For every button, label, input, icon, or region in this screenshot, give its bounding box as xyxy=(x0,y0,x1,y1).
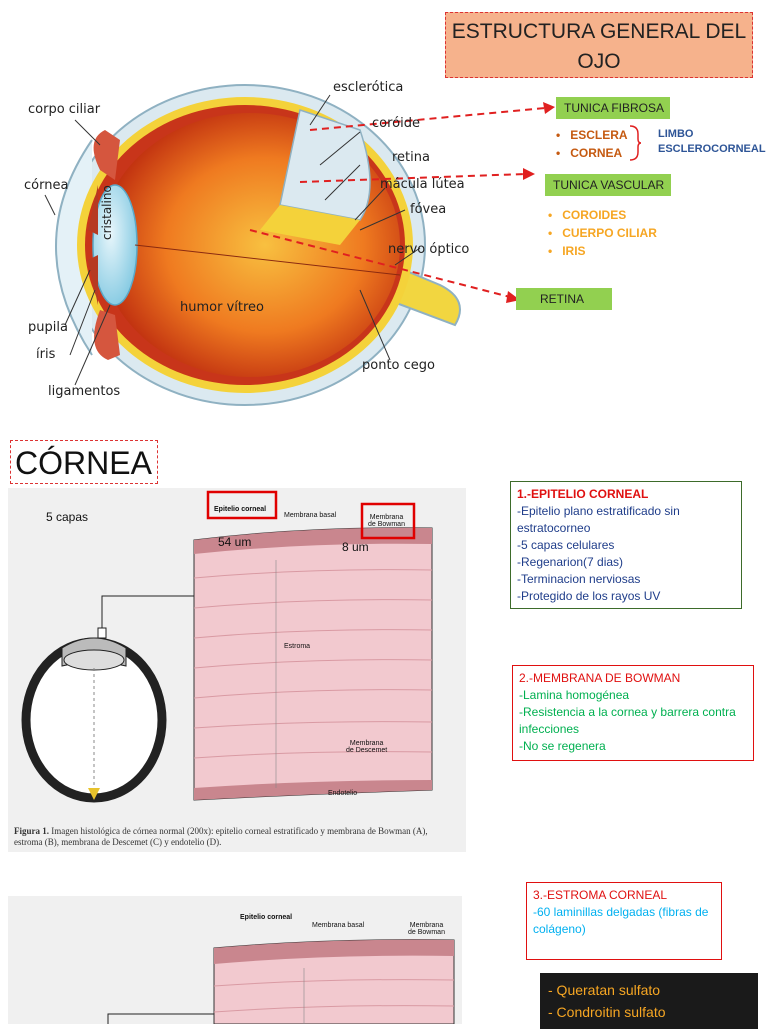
list-item: - Condroitin sulfato xyxy=(548,1004,666,1020)
list-item: -No se regenera xyxy=(519,739,606,753)
label-descemet: Membrana de Descemet xyxy=(346,740,387,754)
box3-title: 3.-ESTROMA CORNEAL xyxy=(533,888,668,902)
histology-figure-2 xyxy=(107,939,455,1024)
label-nervo: nervo óptico xyxy=(388,242,470,257)
box2-title: 2.-MEMBRANA DE BOWMAN xyxy=(519,671,681,685)
tunica-vascular-list: COROIDES CUERPO CILIAR IRIS xyxy=(548,206,657,260)
label-cristalino: cristalino xyxy=(100,185,114,240)
capas-label: 5 capas xyxy=(46,510,89,524)
list-item: -Lamina homogénea xyxy=(519,688,630,702)
label-retina: retina xyxy=(392,150,430,165)
label-bowman-2: Membrana de Bowman xyxy=(408,922,445,936)
descemet-line: Membrana xyxy=(349,740,384,747)
label-epitelio-corneal-2: Epitelio corneal xyxy=(240,914,293,921)
caption-figura: Figura 1. xyxy=(14,826,49,836)
descemet-line: de Descemet xyxy=(346,747,388,754)
label-esclerotica: esclerótica xyxy=(333,80,404,95)
label-8um: 8 um xyxy=(342,540,369,554)
box1-title: 1.-EPITELIO CORNEAL xyxy=(517,487,649,501)
caption-text: Imagen histológica de córnea normal (200… xyxy=(14,826,428,847)
list-item: -Protegido de los rayos UV xyxy=(517,589,661,603)
bracket-icon xyxy=(629,125,642,161)
list-item: -60 laminillas delgadas (fibras de colág… xyxy=(533,905,709,936)
list-item: -Terminacion nerviosas xyxy=(517,572,641,586)
label-macula: mácula lútea xyxy=(380,177,465,192)
bowman-line: de Bowman xyxy=(408,929,445,936)
estroma-info-box: 3.-ESTROMA CORNEAL -60 laminillas delgad… xyxy=(526,882,722,960)
list-item: - Queratan sulfato xyxy=(548,982,661,998)
label-bowman: Membrana de Bowman xyxy=(368,514,405,528)
label-pupila: pupila xyxy=(28,320,68,335)
bowman-line: Membrana xyxy=(369,514,404,521)
histology-figure xyxy=(21,490,433,803)
list-item: -5 capas celulares xyxy=(517,538,615,552)
list-item: IRIS xyxy=(548,242,657,260)
page-title: ESTRUCTURA GENERAL DEL OJO xyxy=(445,12,753,78)
list-item: COROIDES xyxy=(548,206,657,224)
eye-diagram xyxy=(44,84,555,406)
list-item: -Regenarion(7 dias) xyxy=(517,555,624,569)
tunica-fibrosa-list: ESCLERA CORNEA xyxy=(556,126,628,162)
label-corpo-ciliar: corpo ciliar xyxy=(28,102,101,117)
label-54um: 54 um xyxy=(218,535,252,549)
epitelio-info-box: 1.-EPITELIO CORNEAL -Epitelio plano estr… xyxy=(510,481,742,609)
label-estroma: Estroma xyxy=(284,643,311,650)
box3-lines: -60 laminillas delgadas (fibras de colág… xyxy=(533,904,715,938)
label-ligamentos: ligamentos xyxy=(48,384,121,399)
list-item: -Epitelio plano estratificado sin estrat… xyxy=(517,504,680,535)
list-item: CUERPO CILIAR xyxy=(548,224,657,242)
label-cornea: córnea xyxy=(24,178,69,193)
label-iris: íris xyxy=(36,347,56,362)
label-coroide: coróide xyxy=(372,116,420,131)
bowman-line: Membrana xyxy=(409,922,444,929)
label-membrana-basal: Membrana basal xyxy=(284,512,337,519)
bowman-line: de Bowman xyxy=(368,521,405,528)
box1-lines: -Epitelio plano estratificado sin estrat… xyxy=(517,503,735,605)
label-humor: humor vítreo xyxy=(180,300,264,315)
label-epitelio-corneal: Epitelio corneal xyxy=(214,506,267,513)
label-membrana-basal-2: Membrana basal xyxy=(312,922,365,929)
limbo-text: LIMBO xyxy=(658,128,694,140)
tunica-vascular-box: TUNICA VASCULAR xyxy=(545,174,671,196)
glycosaminoglycan-box: - Queratan sulfato - Condroitin sulfato xyxy=(540,973,758,1029)
box2-lines: -Lamina homogénea -Resistencia a la corn… xyxy=(519,687,747,755)
list-item: -Resistencia a la cornea y barrera contr… xyxy=(519,705,736,736)
tunica-fibrosa-box: TUNICA FIBROSA xyxy=(556,97,670,119)
bowman-info-box: 2.-MEMBRANA DE BOWMAN -Lamina homogénea … xyxy=(512,665,754,761)
label-endotelio: Endotelio xyxy=(328,790,358,797)
retina-box: RETINA xyxy=(516,288,612,310)
list-item: ESCLERA xyxy=(556,126,627,144)
cornea-title: CÓRNEA xyxy=(10,440,158,484)
label-ponto: ponto cego xyxy=(362,358,435,373)
limbo-esclerocorneal: LIMBO ESCLEROCORNEAL xyxy=(658,127,766,157)
esclerocorneal-text: ESCLEROCORNEAL xyxy=(658,143,766,155)
list-item: CORNEA xyxy=(556,144,628,162)
label-fovea: fóvea xyxy=(410,202,447,217)
figure-caption: Figura 1. Imagen histológica de córnea n… xyxy=(14,826,454,848)
